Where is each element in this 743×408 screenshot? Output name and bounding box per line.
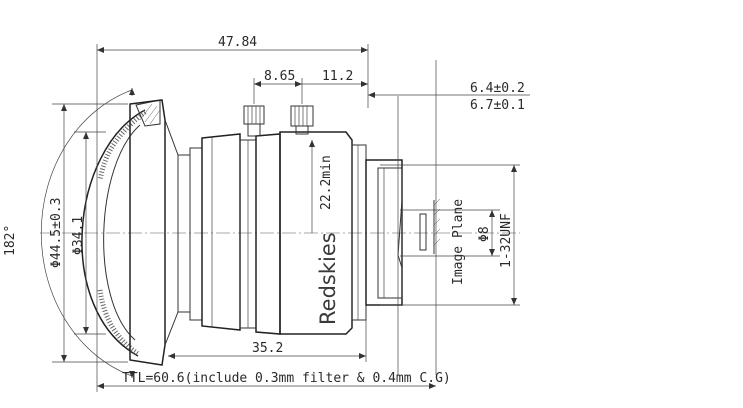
- outer-diameter-dim: Φ44.5±0.3: [49, 198, 64, 268]
- flange-a-dim: 6.4±0.2: [470, 81, 525, 96]
- knob-spacing-a-dim: 8.65: [264, 69, 295, 84]
- front-barrel: [129, 99, 191, 366]
- overall-length-dim: 47.84: [218, 35, 257, 50]
- field-angle-dim: 182°: [3, 225, 18, 256]
- mount-thread-dim: 1-32UNF: [499, 213, 514, 268]
- dome-inner-curve: [103, 124, 141, 341]
- clear-aperture-dim: 22.2min: [319, 155, 334, 210]
- focus-knob: [243, 105, 265, 137]
- front-retainer: [135, 99, 161, 127]
- brand-name: Redskies: [316, 232, 340, 325]
- thread-diameter-dim: Φ8: [477, 226, 492, 242]
- flange-b-dim: 6.7±0.1: [470, 98, 525, 113]
- field-angle-arc: [40, 89, 133, 377]
- body-length-dim: 35.2: [252, 341, 283, 356]
- iris-knob: [290, 105, 314, 135]
- image-plane-label: Image Plane: [451, 199, 466, 285]
- rear-mount: [365, 159, 441, 306]
- front-diameter-dim: Φ34.1: [71, 216, 86, 255]
- sensor-glass: [419, 213, 427, 251]
- ttl-dim: TTL=60.6(include 0.3mm filter & 0.4mm C.…: [122, 371, 451, 386]
- front-dome: [81, 109, 146, 357]
- knob-spacing-b-dim: 11.2: [322, 69, 353, 84]
